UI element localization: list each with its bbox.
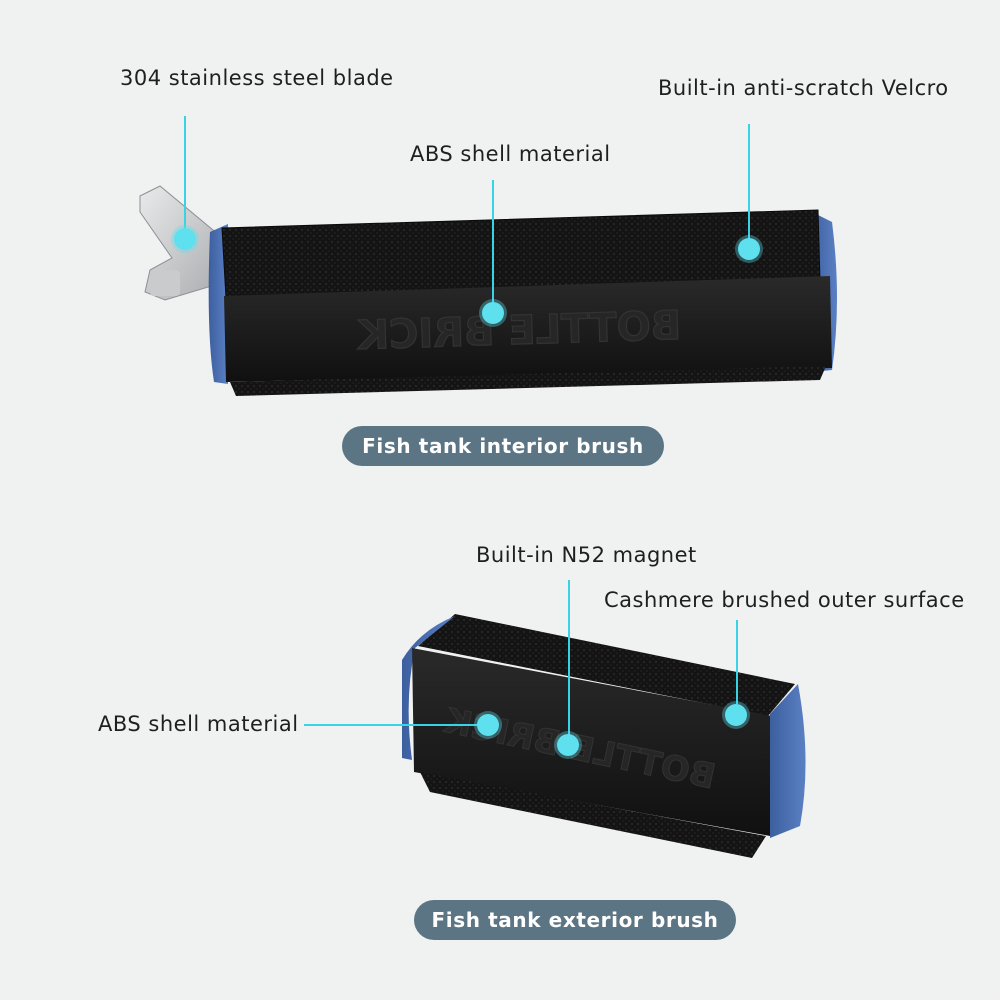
magnet-marker — [557, 734, 579, 756]
blade-marker — [174, 228, 196, 250]
exterior-shell-leader-line — [304, 724, 482, 726]
exterior-top-face — [418, 614, 795, 716]
surface-leader-line — [736, 620, 738, 704]
interior-shell-body — [224, 276, 832, 382]
interior-shell-label: ABS shell material — [410, 142, 611, 166]
exterior-brush: BOTTLE BRICK — [402, 614, 806, 858]
interior-left-cap — [208, 224, 228, 384]
exterior-shell-body — [412, 648, 772, 836]
velcro-leader-line — [748, 124, 750, 248]
exterior-shell-label: ABS shell material — [98, 712, 299, 736]
exterior-shell-marker — [477, 714, 499, 736]
exterior-left-cap — [402, 616, 455, 760]
exterior-felt-bottom — [420, 772, 766, 858]
surface-marker — [725, 704, 747, 726]
exterior-caption: Fish tank exterior brush — [414, 900, 736, 940]
velcro-label: Built-in anti-scratch Velcro — [658, 76, 949, 100]
surface-label: Cashmere brushed outer surface — [604, 588, 965, 612]
magnet-label: Built-in N52 magnet — [476, 543, 697, 567]
interior-shell-marker — [482, 302, 504, 324]
blade-label: 304 stainless steel blade — [120, 66, 394, 90]
interior-embossed-logo: BOTTLE BRICK — [355, 303, 682, 359]
interior-felt-bottom — [230, 366, 826, 396]
exterior-right-cap — [770, 684, 806, 838]
blade-leader-line — [184, 116, 186, 238]
velcro-marker — [738, 238, 760, 260]
magnet-leader-line — [568, 580, 570, 742]
interior-brush: BOTTLE BRICK — [139, 185, 837, 396]
interior-caption: Fish tank interior brush — [342, 426, 664, 466]
interior-shell-leader-line — [492, 180, 494, 312]
